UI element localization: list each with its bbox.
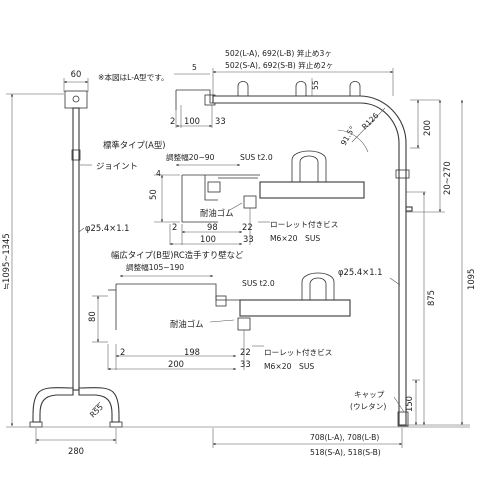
cap-part	[397, 411, 409, 427]
pipe-diameter-right: φ25.4×1.1	[338, 267, 383, 277]
dim-33-top: 33	[215, 116, 226, 126]
wide-rubber-label: 耐油ゴム	[170, 319, 204, 329]
dim-5: 5	[192, 63, 197, 72]
standard-type-detail: 標準タイプ(A型) 調整幅20~90 SUS t2.0 4 50 耐油ゴム 2 …	[103, 140, 365, 246]
standard-screw-head	[243, 195, 257, 209]
standard-clip	[291, 150, 327, 182]
mid-joint	[405, 206, 413, 212]
cap-material-label: (ウレタン)	[350, 402, 386, 411]
radius-label: R126	[360, 111, 380, 131]
dim-55: 55	[311, 80, 320, 90]
pipe-diameter-left: φ25.4×1.1	[85, 223, 130, 233]
standard-rail-section	[259, 181, 365, 199]
stopper-3	[349, 81, 361, 96]
standard-dim-50: 50	[148, 189, 158, 200]
wide-dim-198: 198	[184, 347, 200, 357]
standard-screw-label: ローレット付きビス	[270, 219, 338, 229]
standard-dim-22: 22	[242, 222, 253, 232]
wide-rail-section	[239, 299, 351, 317]
wide-type-detail: 幅広タイプ(B型)RC造手すり壁など 調整幅105~190 SUS t2.0 8…	[87, 250, 351, 371]
dim-150: 150	[404, 396, 414, 412]
wide-plate	[215, 295, 227, 307]
joint-label: ジョイント	[96, 161, 138, 171]
lower-clamp	[395, 169, 410, 179]
angle-arc	[337, 129, 369, 153]
foot-cap-left	[29, 421, 43, 428]
upright-pipe	[72, 107, 80, 391]
standard-type-title: 標準タイプ(A型)	[103, 140, 166, 150]
standard-dim-100: 100	[200, 234, 216, 244]
wide-adjust-label: 調整幅105~190	[126, 262, 184, 272]
dim-60: 60	[71, 69, 82, 79]
wide-screw-head	[237, 317, 251, 331]
bolt-icon	[72, 95, 80, 103]
standard-sus-label: SUS t2.0	[240, 153, 273, 162]
left-elevation-view: 60 ジョイント φ25.4×1.1 ≒1095~1345 R55 280	[1, 69, 160, 456]
wide-clip	[301, 272, 335, 300]
height-range-label: ≒1095~1345	[1, 233, 11, 290]
wide-screw-spec: M6×20 SUS	[264, 362, 314, 371]
standard-dim-2: 2	[172, 222, 177, 232]
base-leg-left	[32, 387, 74, 423]
stopper-1	[237, 81, 249, 96]
stopper-2	[295, 81, 307, 96]
bottom-dim-line2: 518(S-A), 518(S-B)	[310, 448, 381, 457]
foot-cap-right	[109, 421, 123, 428]
wide-dim-22: 22	[240, 347, 251, 357]
base-radius-label: R55	[88, 402, 105, 419]
right-elevation-view: 55 R126 91.5° 200 20~270 1095 875 φ25.4×…	[160, 78, 476, 457]
standard-plate	[207, 181, 221, 193]
wide-type-title: 幅広タイプ(B型)RC造手すり壁など	[111, 250, 244, 260]
standard-adjust-label: 調整幅20~90	[166, 152, 215, 162]
bottom-dim-line1: 708(L-A), 708(L-B)	[310, 433, 379, 442]
standard-rubber-label: 耐油ゴム	[200, 208, 234, 218]
dim-2-top: 2	[170, 116, 175, 126]
note-text: ※本図はL-A型です。	[98, 72, 169, 82]
dim-100-top: 100	[184, 116, 200, 126]
standard-dim-4: 4	[156, 169, 161, 178]
wide-sus-label: SUS t2.0	[242, 279, 275, 288]
wide-dim-33: 33	[240, 359, 251, 369]
main-rail-bend	[212, 95, 407, 426]
top-dim-line2: 502(S-A), 692(S-B) 笄止め2ヶ	[225, 60, 333, 70]
dim-875: 875	[426, 290, 436, 306]
dim-200-right: 200	[422, 120, 432, 136]
wide-dim-80: 80	[87, 311, 97, 322]
base-width-label: 280	[68, 446, 84, 456]
top-dim-line1: 502(L-A), 692(L-B) 笄止め3ヶ	[225, 48, 332, 58]
dim-range-right: 20~270	[442, 161, 452, 195]
wide-bracket	[108, 283, 240, 330]
top-bracket	[64, 90, 88, 109]
standard-screw-spec: M6×20 SUS	[270, 234, 320, 243]
standard-dim-33: 33	[243, 234, 254, 244]
joint-part	[71, 149, 81, 161]
cap-label: キャップ	[354, 390, 385, 399]
wide-screw-label: ローレット付きビス	[264, 347, 332, 357]
base-leg-right	[78, 387, 120, 423]
wide-dim-2: 2	[120, 347, 125, 357]
top-rail-bracket	[175, 89, 216, 110]
top-section: ※本図はL-A型です。 502(L-A), 692(L-B) 笄止め3ヶ 502…	[98, 48, 394, 128]
dim-1095: 1095	[466, 269, 476, 290]
standard-bracket	[181, 174, 260, 223]
wide-dim-200: 200	[168, 359, 184, 369]
standard-dim-98: 98	[207, 222, 218, 232]
